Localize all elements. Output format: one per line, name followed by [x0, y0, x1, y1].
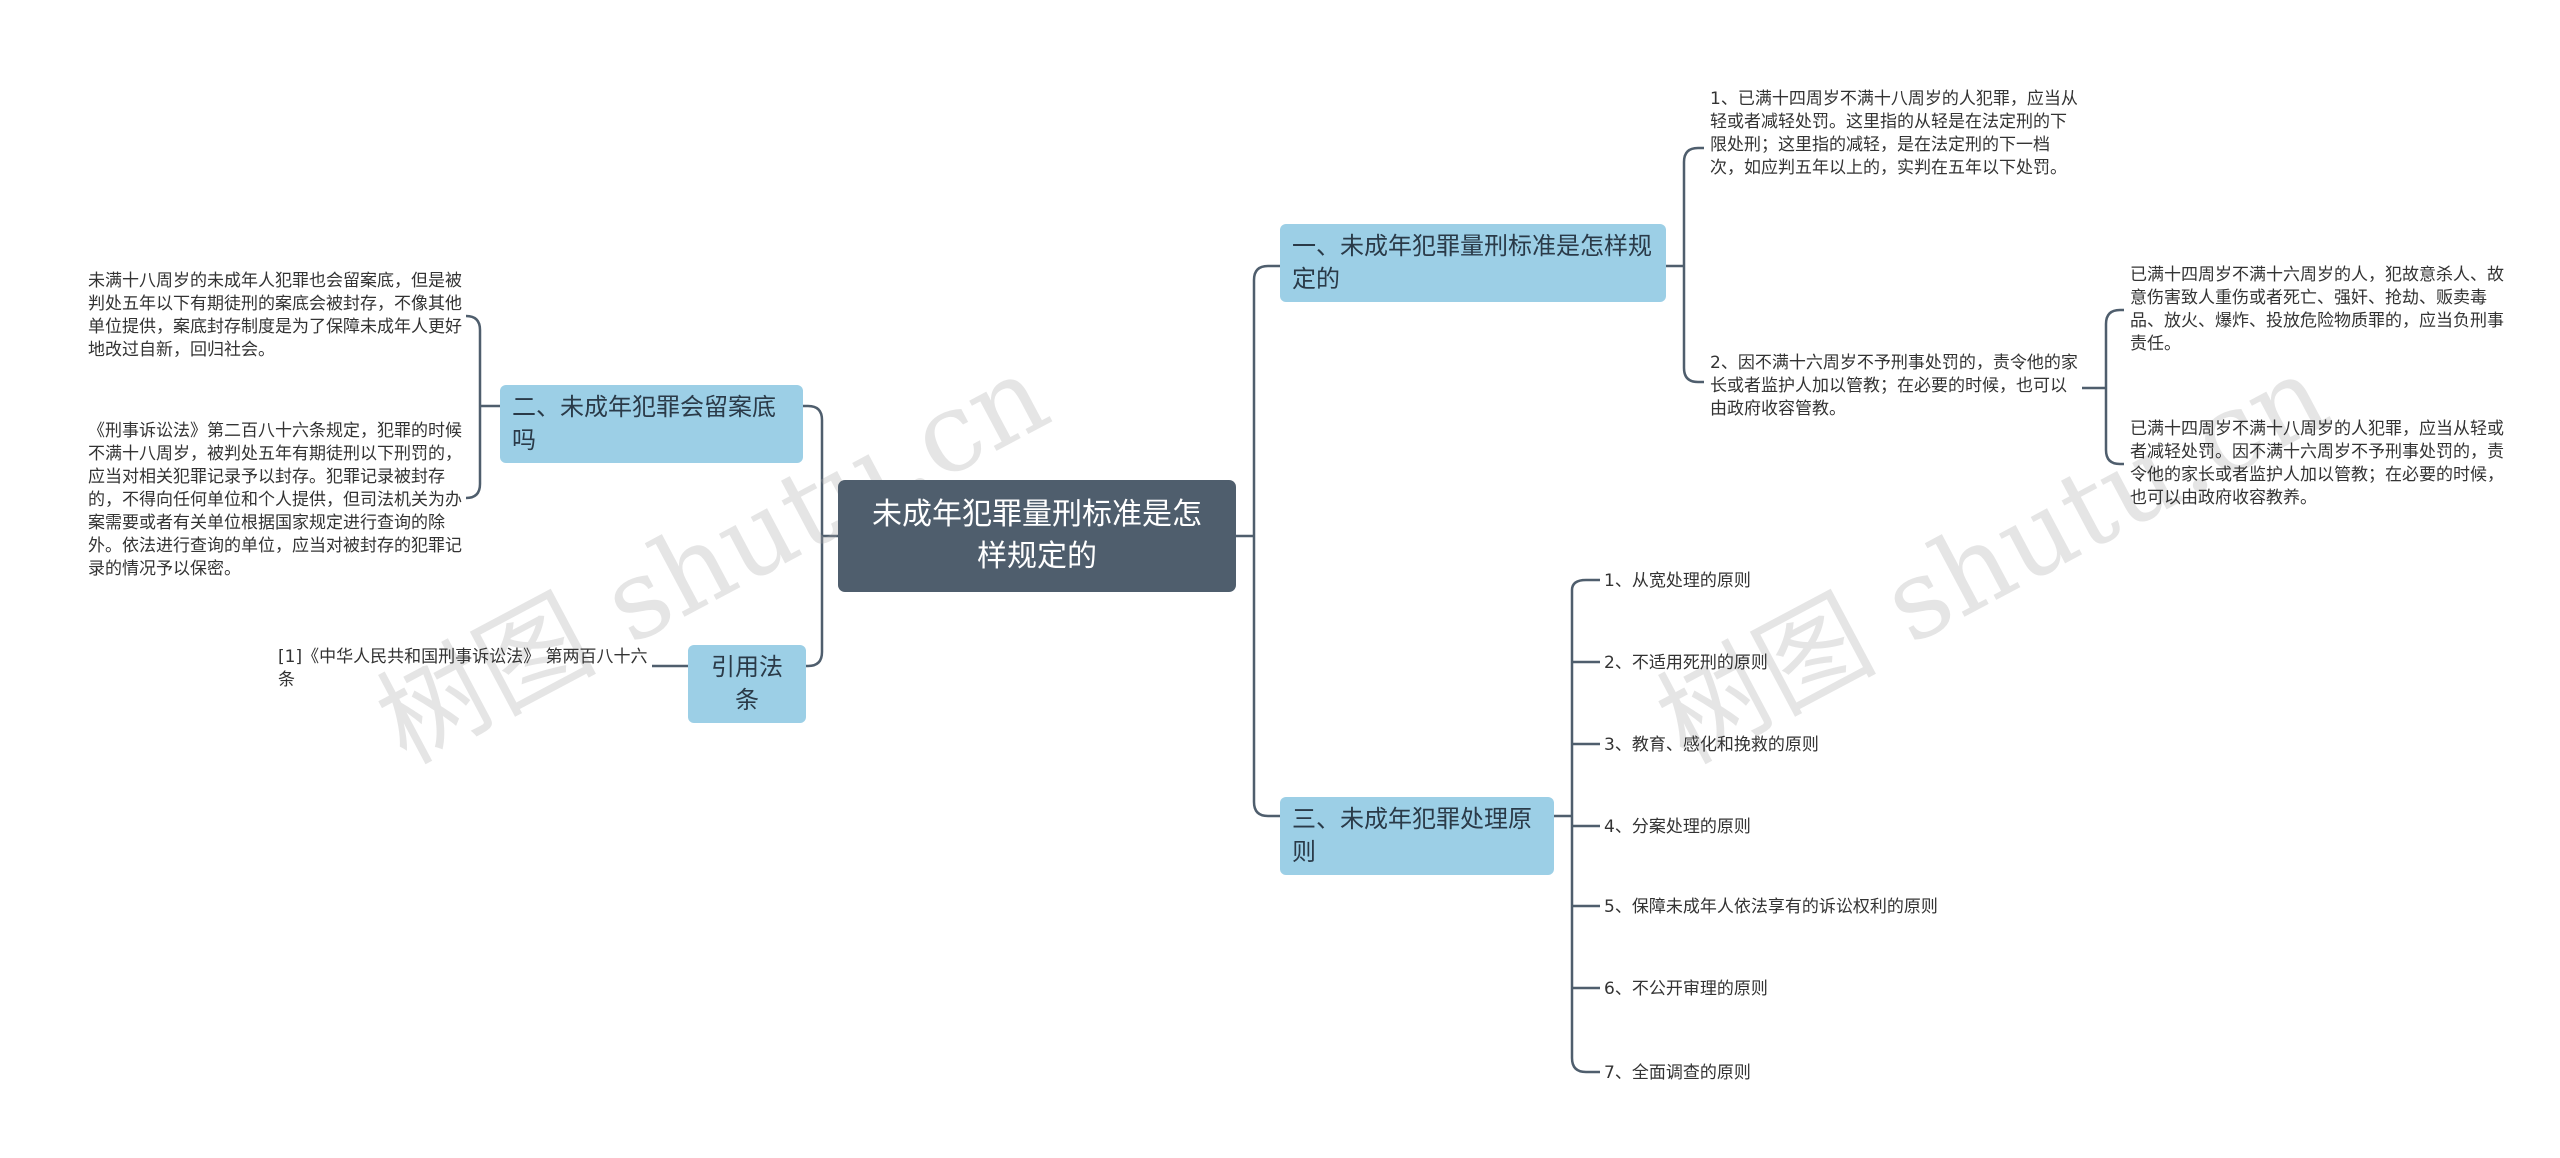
leaf-node[interactable]: 3、教育、感化和挽救的原则	[1604, 734, 2164, 757]
leaf-text: [1]《中华人民共和国刑事诉讼法》 第两百八十六条	[278, 647, 648, 690]
leaf-text: 7、全面调查的原则	[1604, 1063, 1751, 1083]
leaf-text: 2、不适用死刑的原则	[1604, 653, 1768, 673]
branch-node-criminal-record[interactable]: 二、未成年犯罪会留案底吗	[500, 385, 803, 463]
leaf-node[interactable]: 2、因不满十六周岁不予刑事处罚的，责令他的家长或者监护人加以管教；在必要的时候，…	[1710, 352, 2082, 421]
leaf-node[interactable]: [1]《中华人民共和国刑事诉讼法》 第两百八十六条	[278, 646, 648, 692]
root-node[interactable]: 未成年犯罪量刑标准是怎样规定的	[838, 480, 1236, 592]
branch-label: 一、未成年犯罪量刑标准是怎样规定的	[1292, 232, 1652, 293]
branch-label: 二、未成年犯罪会留案底吗	[512, 393, 776, 454]
leaf-text: 5、保障未成年人依法享有的诉讼权利的原则	[1604, 897, 1938, 917]
root-title: 未成年犯罪量刑标准是怎样规定的	[872, 497, 1202, 574]
branch-label: 引用法条	[711, 653, 783, 714]
leaf-node[interactable]: 《刑事诉讼法》第二百八十六条规定，犯罪的时候不满十八周岁，被判处五年有期徒刑以下…	[88, 420, 466, 581]
leaf-node[interactable]: 5、保障未成年人依法享有的诉讼权利的原则	[1604, 896, 2164, 919]
leaf-text: 2、因不满十六周岁不予刑事处罚的，责令他的家长或者监护人加以管教；在必要的时候，…	[1710, 353, 2078, 419]
leaf-node[interactable]: 6、不公开审理的原则	[1604, 978, 2164, 1001]
leaf-text: 已满十四周岁不满十六周岁的人，犯故意杀人、故意伤害致人重伤或者死亡、强奸、抢劫、…	[2130, 265, 2504, 354]
leaf-node[interactable]: 已满十四周岁不满十八周岁的人犯罪，应当从轻或者减轻处罚。因不满十六周岁不予刑事处…	[2130, 418, 2512, 510]
leaf-node[interactable]: 1、从宽处理的原则	[1604, 570, 2164, 593]
leaf-text: 1、已满十四周岁不满十八周岁的人犯罪，应当从轻或者减轻处罚。这里指的从轻是在法定…	[1710, 89, 2078, 178]
branch-node-sentencing-standard[interactable]: 一、未成年犯罪量刑标准是怎样规定的	[1280, 224, 1666, 302]
branch-node-handling-principles[interactable]: 三、未成年犯罪处理原则	[1280, 797, 1554, 875]
leaf-node[interactable]: 未满十八周岁的未成年人犯罪也会留案底，但是被判处五年以下有期徒刑的案底会被封存，…	[88, 270, 466, 362]
leaf-node[interactable]: 1、已满十四周岁不满十八周岁的人犯罪，应当从轻或者减轻处罚。这里指的从轻是在法定…	[1710, 88, 2082, 180]
leaf-text: 已满十四周岁不满十八周岁的人犯罪，应当从轻或者减轻处罚。因不满十六周岁不予刑事处…	[2130, 419, 2504, 508]
branch-node-cited-law[interactable]: 引用法条	[688, 645, 806, 723]
leaf-text: 未满十八周岁的未成年人犯罪也会留案底，但是被判处五年以下有期徒刑的案底会被封存，…	[88, 271, 462, 360]
leaf-text: 3、教育、感化和挽救的原则	[1604, 735, 1819, 755]
leaf-text: 4、分案处理的原则	[1604, 817, 1751, 837]
leaf-text: 1、从宽处理的原则	[1604, 571, 1751, 591]
leaf-text: 6、不公开审理的原则	[1604, 979, 1768, 999]
leaf-node[interactable]: 7、全面调查的原则	[1604, 1062, 2164, 1085]
leaf-node[interactable]: 已满十四周岁不满十六周岁的人，犯故意杀人、故意伤害致人重伤或者死亡、强奸、抢劫、…	[2130, 264, 2512, 356]
branch-label: 三、未成年犯罪处理原则	[1292, 805, 1532, 866]
leaf-node[interactable]: 2、不适用死刑的原则	[1604, 652, 2164, 675]
leaf-text: 《刑事诉讼法》第二百八十六条规定，犯罪的时候不满十八周岁，被判处五年有期徒刑以下…	[88, 421, 462, 579]
leaf-node[interactable]: 4、分案处理的原则	[1604, 816, 2164, 839]
